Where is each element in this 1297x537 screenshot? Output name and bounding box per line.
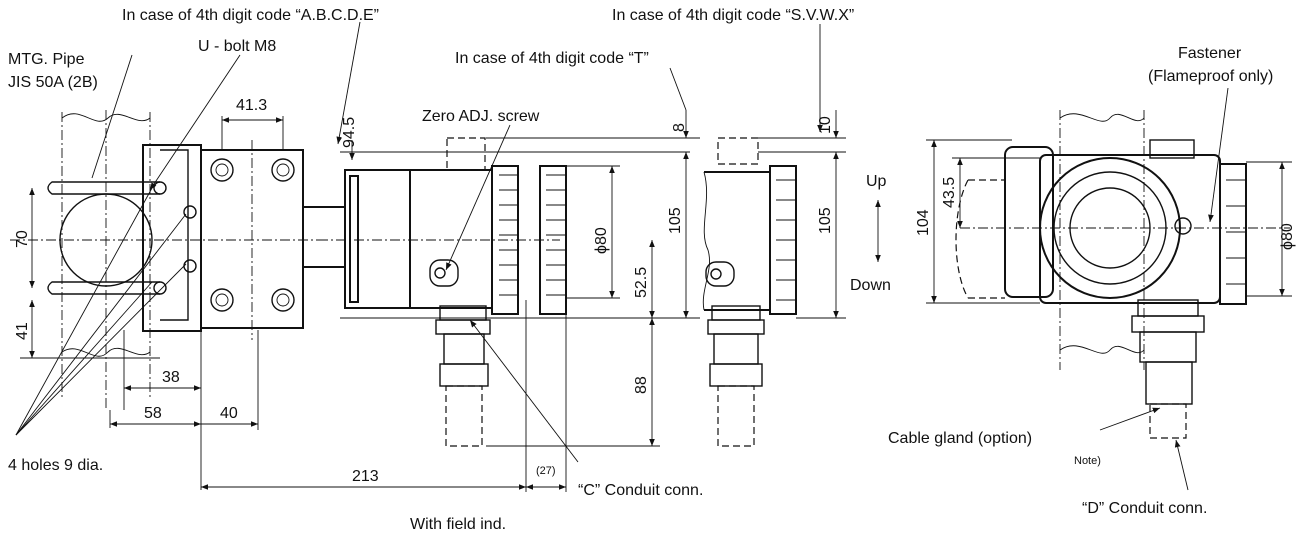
dim-phi80-right: ϕ80 bbox=[1279, 223, 1296, 250]
dim-41-3: 41.3 bbox=[236, 97, 267, 114]
pipe-bracket-view bbox=[10, 110, 346, 410]
dim-94-5: 94.5 bbox=[341, 117, 358, 148]
label-mtg-pipe-line1: MTG. Pipe bbox=[8, 51, 85, 68]
mounting-pipe bbox=[10, 110, 320, 410]
dim-40: 40 bbox=[220, 405, 238, 422]
dim-27: (27) bbox=[536, 465, 556, 477]
label-d-conduit: “D” Conduit conn. bbox=[1082, 500, 1207, 517]
dim-213: 213 bbox=[352, 468, 379, 485]
dim-105-b: 105 bbox=[817, 207, 834, 234]
callout-labels: In case of 4th digit code “A.B.C.D.E” In… bbox=[8, 7, 1273, 533]
dim-104: 104 bbox=[915, 209, 932, 236]
dim-52-5: 52.5 bbox=[633, 267, 650, 298]
u-bolts bbox=[47, 181, 167, 295]
dim-8: 8 bbox=[671, 123, 688, 132]
leader-lines bbox=[15, 21, 1229, 491]
transmitter-side-view bbox=[318, 137, 567, 447]
label-note: Note) bbox=[1074, 455, 1101, 467]
label-down: Down bbox=[850, 277, 891, 294]
dim-58: 58 bbox=[144, 405, 162, 422]
label-u-bolt: U - bolt M8 bbox=[198, 38, 276, 55]
label-up: Up bbox=[866, 173, 887, 190]
t-code-partial-view bbox=[702, 137, 797, 447]
dimension-values: 41.3 94.5 8 10 70 41 38 58 40 213 (27) ϕ… bbox=[14, 97, 1296, 485]
dim-105-a: 105 bbox=[667, 207, 684, 234]
transmitter-front-view bbox=[955, 110, 1290, 439]
label-mtg-pipe-line2: JIS 50A (2B) bbox=[8, 74, 98, 91]
label-c-conduit: “C” Conduit conn. bbox=[578, 482, 703, 499]
label-fastener-line2: (Flameproof only) bbox=[1148, 68, 1273, 85]
dim-70: 70 bbox=[14, 230, 31, 248]
dim-88: 88 bbox=[633, 376, 650, 394]
dim-41: 41 bbox=[14, 322, 31, 340]
label-code-abcde: In case of 4th digit code “A.B.C.D.E” bbox=[122, 7, 379, 24]
label-holes: 4 holes 9 dia. bbox=[8, 457, 103, 474]
dim-43-5: 43.5 bbox=[941, 177, 958, 208]
indicator-cap-ribs bbox=[546, 174, 566, 296]
label-with-field-ind: With field ind. bbox=[410, 516, 506, 533]
conduit-fitting-c bbox=[435, 305, 491, 447]
label-cable-gland: Cable gland (option) bbox=[888, 430, 1032, 447]
dim-38: 38 bbox=[162, 369, 180, 386]
dim-phi80-mid: ϕ80 bbox=[593, 227, 610, 254]
dim-10: 10 bbox=[817, 116, 834, 134]
label-code-t: In case of 4th digit code “T” bbox=[455, 50, 649, 67]
t-cap-ribs bbox=[776, 179, 796, 301]
label-code-svwx: In case of 4th digit code “S.V.W.X” bbox=[612, 7, 854, 24]
dimension-lines bbox=[20, 110, 1292, 492]
label-zero-adj: Zero ADJ. screw bbox=[422, 108, 540, 125]
label-fastener-line1: Fastener bbox=[1178, 45, 1242, 62]
cap-ribs bbox=[499, 174, 518, 296]
